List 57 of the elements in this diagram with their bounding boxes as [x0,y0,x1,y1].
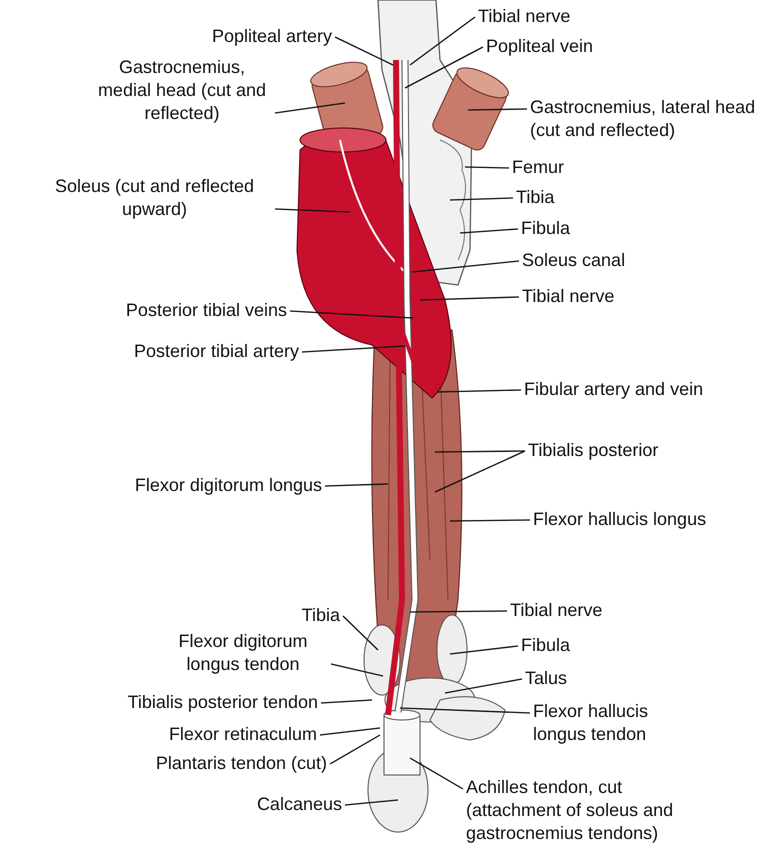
leader-line [334,36,394,66]
part-label: Plantaris tendon (cut) [156,751,327,776]
part-label: Femur [512,155,564,180]
part-label: Fibula [521,633,570,658]
leader-line [410,757,464,790]
leader-line [410,610,507,613]
part-label: Popliteal artery [212,24,332,49]
leader-line [274,102,346,114]
leader-line [400,707,530,714]
leader-line [464,166,510,169]
part-label: Tibialis posterior [528,438,658,463]
leader-line [324,483,388,487]
leader-line [320,699,372,704]
leader-line [274,208,350,213]
part-label: Tibial nerve [522,284,614,309]
leader-line [450,645,518,655]
part-label: Flexor hallucis longus [533,507,706,532]
part-label: Flexor digitorum longus [134,473,322,498]
part-label: Gastrocnemius, medial head (cut and reflected) [92,56,272,125]
part-label: Tibialis posterior tendon [128,690,318,715]
leader-line [342,616,378,650]
leader-line [420,296,520,301]
leader-line [290,310,414,319]
part-label: Flexor retinaculum [168,722,317,747]
part-label: Tibia [302,603,340,628]
part-label: Flexor hallucis longus tendon [533,700,693,746]
leader-line [468,108,528,111]
part-label: Achilles tendon, cut (attachment of soleus and gastrocnemius tendons) [466,776,701,845]
leader-line [460,228,518,234]
part-label: Soleus (cut and reflected upward) [37,175,272,221]
part-label: Posterior tibial artery [134,339,299,364]
part-label: Flexor digitorum longus tendon [158,630,328,676]
leader-line [436,389,522,393]
part-label: Fibular artery and vein [524,377,704,402]
leader-line [434,450,526,493]
part-label: Soleus canal [522,248,626,273]
leader-line [302,345,406,353]
leader-line [330,734,380,765]
leader-line [344,799,398,806]
part-label: Tibial nerve [510,598,602,623]
leader-line [404,46,484,89]
leader-line [320,727,380,736]
part-label: Posterior tibial veins [126,298,287,323]
part-label: Gastrocnemius, lateral head (cut and reflected) [530,96,768,142]
leader-line [444,678,522,694]
part-label: Tibia [516,185,554,210]
leader-line [412,260,520,273]
part-label: Talus [525,666,568,691]
part-label: Calcaneus [256,792,342,817]
part-label: Popliteal vein [486,34,594,59]
leader-line [410,16,476,66]
leader-line [330,663,384,677]
part-label: Fibula [521,216,570,241]
leader-line [450,519,530,522]
leader-line [435,450,525,453]
leader-line [450,197,514,201]
part-label: Tibial nerve [478,4,570,29]
